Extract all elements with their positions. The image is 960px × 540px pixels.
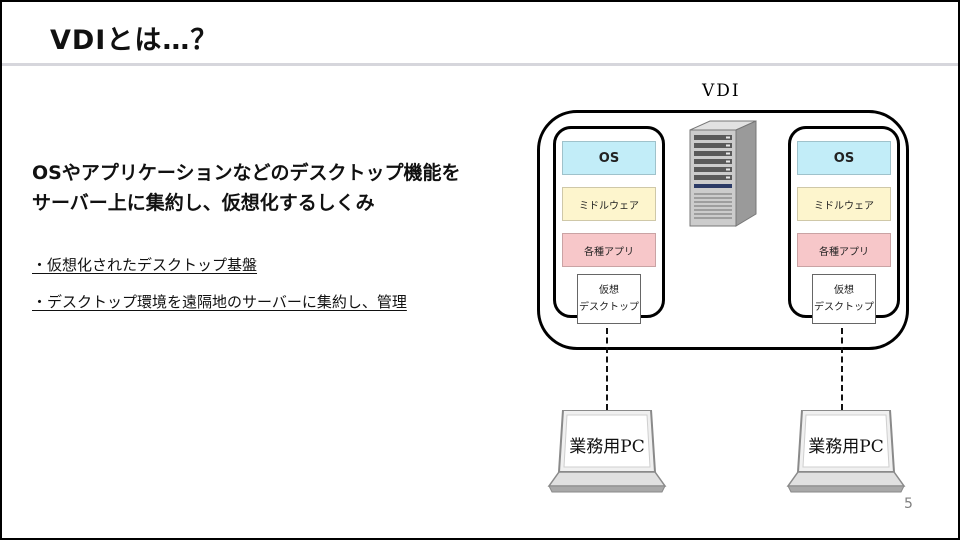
laptop-icon bbox=[786, 409, 906, 493]
middleware-layer: ミドルウェア bbox=[562, 187, 656, 221]
laptop-icon bbox=[547, 409, 667, 493]
apps-layer: 各種アプリ bbox=[562, 233, 656, 267]
server-icon bbox=[689, 120, 757, 227]
apps-layer: 各種アプリ bbox=[797, 233, 891, 267]
os-layer: OS bbox=[797, 141, 891, 175]
vm-label-line-2: デスクトップ bbox=[579, 302, 639, 313]
connector-line-left bbox=[606, 328, 608, 410]
page-number: 5 bbox=[904, 496, 913, 512]
lead-text: OSやアプリケーションなどのデスクトップ機能を サーバー上に集約し、仮想化するし… bbox=[32, 158, 460, 218]
vm-label-line-1: 仮想 bbox=[599, 285, 619, 296]
client-pc-right: 業務用PC bbox=[786, 409, 906, 498]
slide-title: VDIとは…？ bbox=[50, 25, 219, 56]
bullet-remote-server-management: ・デスクトップ環境を遠隔地のサーバーに集約し、管理 bbox=[32, 293, 407, 311]
lead-line-1: OSやアプリケーションなどのデスクトップ機能を bbox=[32, 162, 461, 184]
title-divider bbox=[2, 63, 958, 66]
vm-label-line-2: デスクトップ bbox=[814, 302, 874, 313]
virtual-desktop-label-right: 仮想 デスクトップ bbox=[812, 274, 876, 324]
client-pc-left: 業務用PC bbox=[547, 409, 667, 498]
connector-line-right bbox=[841, 328, 843, 410]
lead-line-2: サーバー上に集約し、仮想化するしくみ bbox=[32, 192, 375, 214]
bullet-virtual-desktop-base: ・仮想化されたデスクトップ基盤 bbox=[32, 256, 258, 274]
client-label: 業務用PC bbox=[808, 437, 884, 457]
vdi-outer-box bbox=[537, 110, 909, 350]
virtual-desktop-label-left: 仮想 デスクトップ bbox=[577, 274, 641, 324]
diagram-title: VDI bbox=[702, 81, 741, 101]
client-label: 業務用PC bbox=[569, 437, 645, 457]
vm-label-line-1: 仮想 bbox=[834, 285, 854, 296]
middleware-layer: ミドルウェア bbox=[797, 187, 891, 221]
os-layer: OS bbox=[562, 141, 656, 175]
